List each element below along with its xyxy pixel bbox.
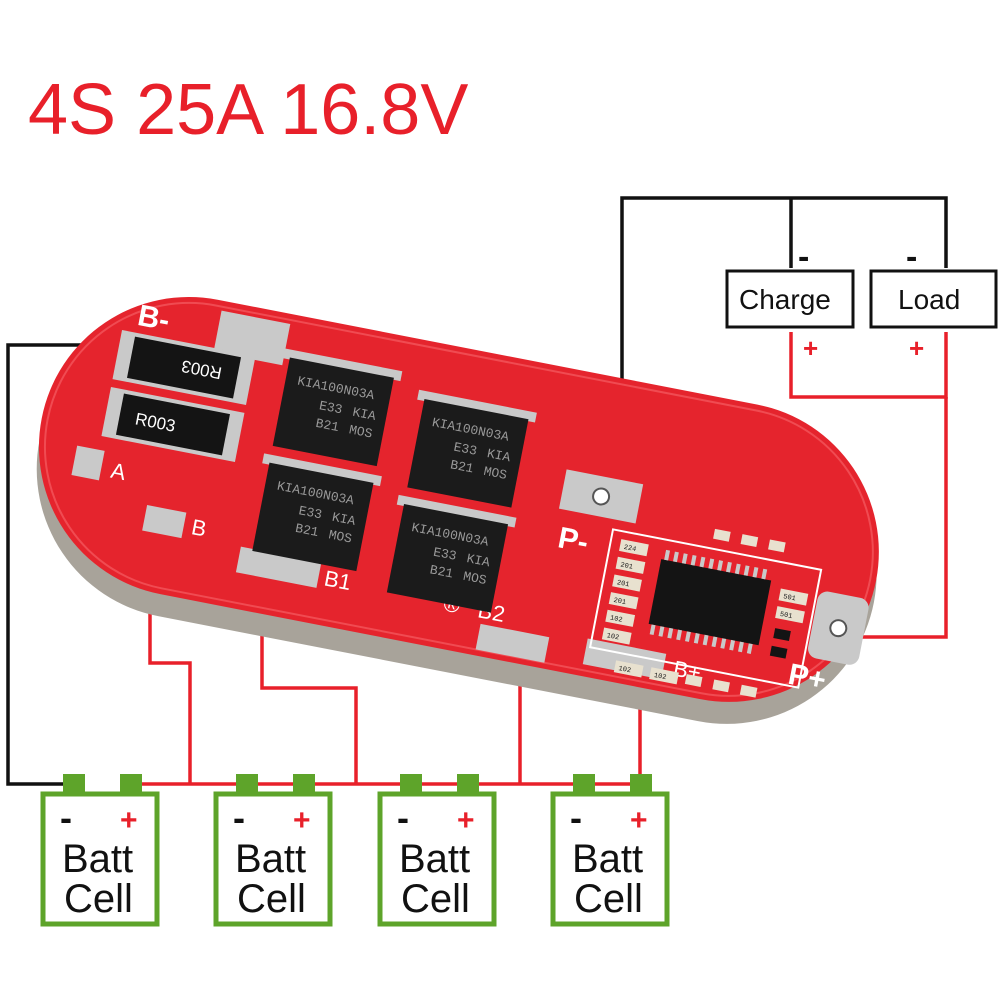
mosfet-2-e33: E33 — [452, 440, 478, 459]
mosfet-4: KIA100N03A E33 B21 KIA MOS — [386, 494, 517, 613]
smd-501-b: 501 — [779, 611, 793, 621]
pad-b1 — [235, 546, 322, 588]
mosfet-3-kia: KIA — [331, 510, 357, 529]
cell-1-pos-terminal — [120, 774, 142, 794]
wire-positive-loads — [789, 332, 948, 399]
pad-b — [142, 505, 187, 539]
charge-label: Charge — [739, 284, 831, 315]
mosfet-4-e33: E33 — [432, 545, 458, 564]
cell-2-neg-terminal — [236, 774, 258, 794]
cell-3-line2: Cell — [401, 877, 470, 921]
battery-cell-1: - + Batt Cell — [40, 774, 160, 927]
cell-2-line2: Cell — [237, 877, 306, 921]
battery-cell-4: - + Batt Cell — [550, 774, 670, 927]
charge-minus-sign: - — [798, 238, 809, 276]
cell-4-body — [550, 791, 670, 927]
pad-b-plus — [582, 638, 667, 680]
label-a: A — [109, 458, 128, 485]
mosfet-2-kia: KIA — [486, 446, 512, 465]
resistor-2 — [115, 393, 230, 456]
cell-2-plus: + — [293, 804, 311, 837]
mosfet-3-mos: MOS — [327, 527, 353, 546]
cell-2-pos-terminal — [293, 774, 315, 794]
mosfet-1-e33: E33 — [318, 398, 344, 417]
protection-ic — [648, 559, 772, 646]
battery-cell-2: - + Batt Cell — [213, 774, 333, 927]
mosfet-1-kia: KIA — [351, 405, 377, 424]
pad-a — [71, 445, 105, 481]
cell-1-line2: Cell — [64, 877, 133, 921]
cell-4-neg-terminal — [573, 774, 595, 794]
label-b-minus: B- — [135, 299, 172, 337]
cell-1-plus: + — [120, 804, 138, 837]
protection-circuit: 224 201 201 201 102 102 102 102 501 501 — [588, 528, 823, 698]
wire-p-plus — [855, 397, 948, 639]
cell-3-line1: Batt — [399, 837, 470, 881]
charge-terminal: - Charge + — [725, 238, 855, 363]
cell-4-line2: Cell — [574, 877, 643, 921]
mosfet-1-mos: MOS — [348, 422, 374, 441]
mosfet-1-b21: B21 — [314, 416, 340, 435]
cell-1-body — [40, 791, 160, 927]
battery-cells: - + Batt Cell - + Batt Cell - + Batt Cel… — [40, 774, 670, 927]
smd-components: 224 201 201 201 102 102 102 102 501 501 — [601, 528, 809, 698]
mosfet-array: KIA100N03A E33 B21 KIA MOS KIA100N03A E3… — [252, 348, 537, 613]
diagram-title: 4S 25A 16.8V — [28, 70, 468, 150]
smd-224: 224 — [623, 544, 637, 554]
load-minus-sign: - — [906, 238, 917, 276]
smd-102-b: 102 — [606, 632, 620, 642]
mosfet-4-mos: MOS — [462, 569, 488, 588]
cell-2-minus: - — [233, 797, 245, 838]
pad-b2 — [475, 623, 550, 663]
smd-201-b: 201 — [616, 579, 630, 589]
cell-2-body — [213, 791, 333, 927]
mosfet-2-b21: B21 — [449, 457, 475, 476]
label-b: B — [189, 514, 208, 541]
smd-201-c: 201 — [613, 597, 627, 607]
label-p-minus: P- — [555, 521, 591, 559]
mosfet-3-b21: B21 — [294, 521, 320, 540]
wire-p-minus — [620, 196, 948, 460]
mosfet-3: KIA100N03A E33 B21 KIA MOS — [252, 453, 382, 572]
cell-1-neg-terminal — [63, 774, 85, 794]
resistor-1 — [127, 336, 242, 399]
cell-3-body — [377, 791, 497, 927]
smd-102-c: 102 — [618, 665, 632, 675]
smd-201-a: 201 — [620, 561, 634, 571]
mosfet-3-e33: E33 — [297, 503, 323, 522]
load-plus-sign: + — [909, 333, 924, 363]
bms-board: B- R003 R003 A B B1 ® B2 B+ KIA100N03A — [36, 296, 879, 724]
smd-102-d: 102 — [653, 672, 667, 682]
cell-4-pos-terminal — [630, 774, 652, 794]
cell-3-plus: + — [457, 804, 475, 837]
charge-plus-sign: + — [803, 333, 818, 363]
label-p-plus: P+ — [785, 658, 828, 698]
cell-2-line1: Batt — [235, 837, 306, 881]
cell-4-line1: Batt — [572, 837, 643, 881]
cell-3-pos-terminal — [457, 774, 479, 794]
cell-4-minus: - — [570, 797, 582, 838]
cell-3-neg-terminal — [400, 774, 422, 794]
charge-box — [725, 269, 855, 329]
cell-4-plus: + — [630, 804, 648, 837]
cell-3-minus: - — [397, 797, 409, 838]
shunt-resistors: R003 R003 — [101, 330, 256, 462]
load-label: Load — [898, 284, 960, 315]
label-b1: B1 — [322, 565, 353, 595]
mosfet-4-b21: B21 — [429, 562, 455, 581]
battery-cell-3: - + Batt Cell — [377, 774, 497, 927]
load-terminal: - Load + — [869, 238, 998, 363]
mosfet-2: KIA100N03A E33 B21 KIA MOS — [407, 389, 537, 508]
mosfet-1: KIA100N03A E33 B21 KIA MOS — [272, 348, 403, 467]
mosfet-4-kia: KIA — [465, 551, 491, 570]
mosfet-2-mos: MOS — [482, 464, 508, 483]
smd-102-a: 102 — [609, 614, 623, 624]
smd-501-a: 501 — [782, 593, 796, 603]
cell-1-line1: Batt — [62, 837, 133, 881]
cell-1-minus: - — [60, 797, 72, 838]
load-box — [869, 269, 998, 329]
